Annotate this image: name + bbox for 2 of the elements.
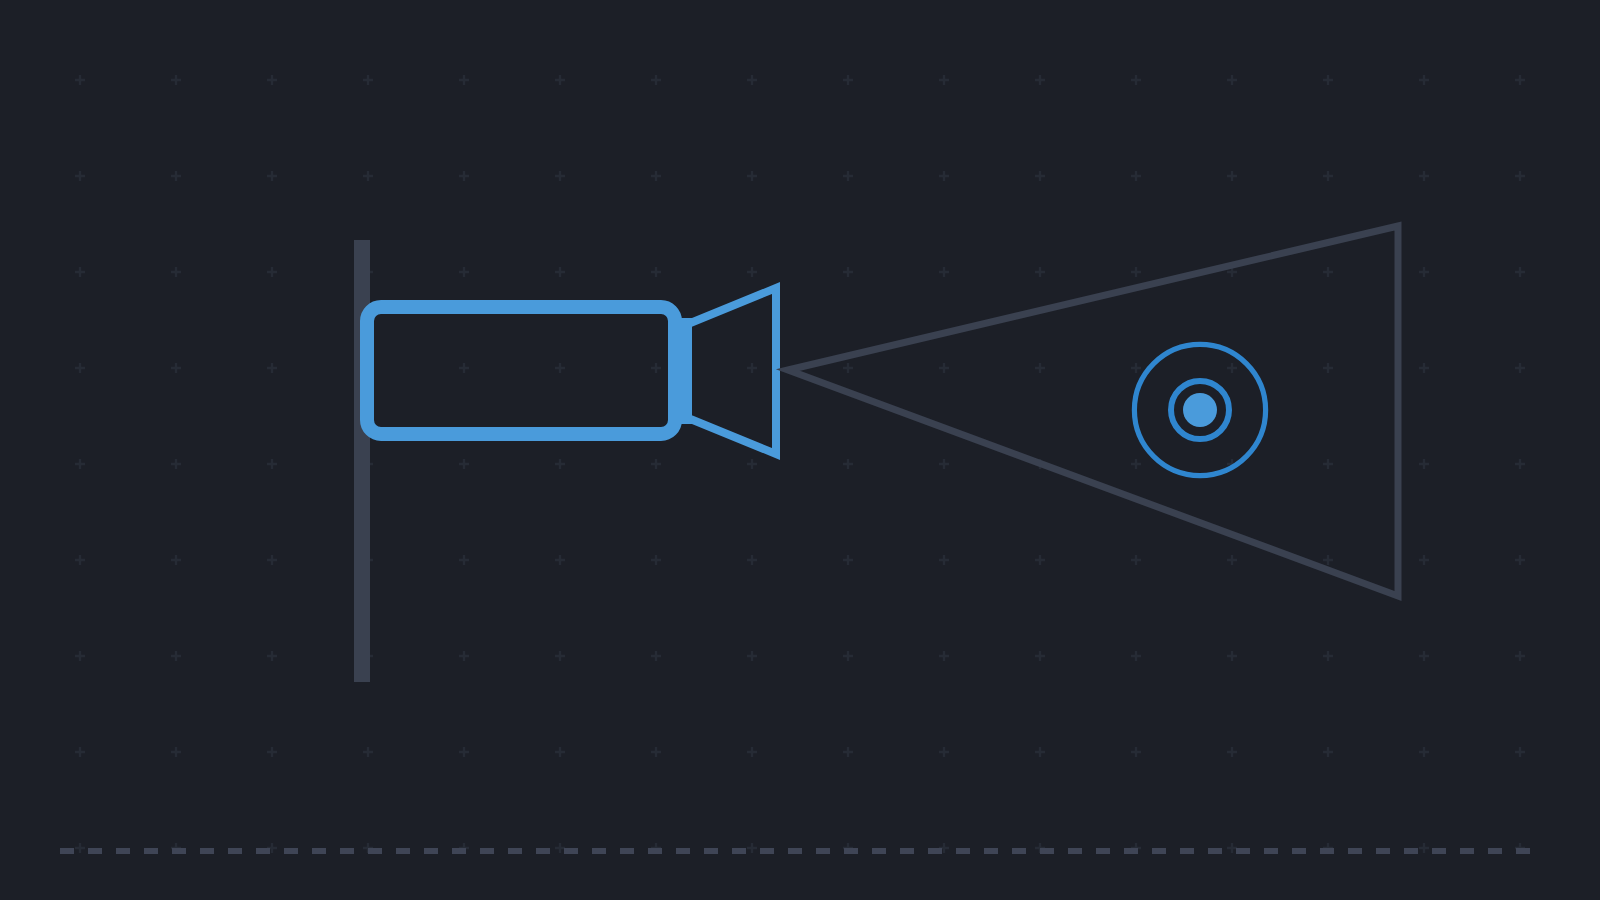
camera-drawing [358,278,786,464]
target-icon [1130,340,1270,480]
